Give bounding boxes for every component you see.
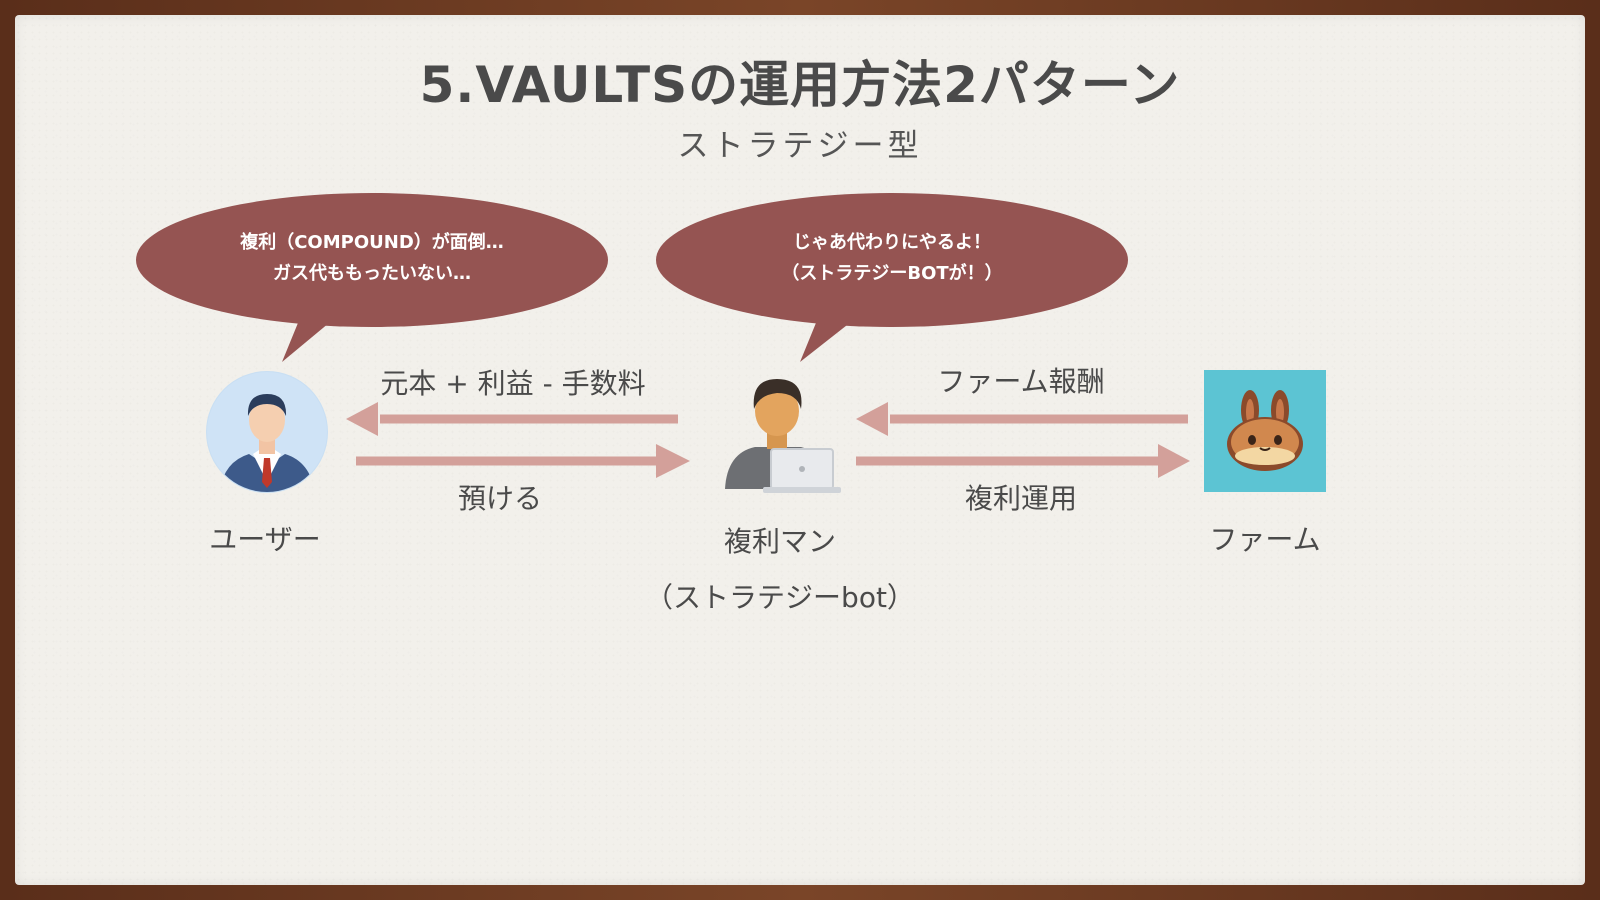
bubble-bot-tail [800,318,856,362]
person-laptop-icon [715,365,841,495]
arrow-deposit-to-bot [356,444,690,478]
flow-label-farm-reward: ファーム報酬 [937,365,1105,398]
actor-label-farm: ファーム [1209,523,1321,556]
arrow-principal-to-user [346,402,678,436]
businessman-avatar-icon [205,370,329,494]
pancake-bunny-icon [1204,370,1326,492]
actor-label-user: ユーザー [209,523,321,556]
actor-label-bot: 複利マン [723,525,836,558]
arrow-reward-to-bot [856,402,1188,436]
arrow-compound-to-farm [856,444,1190,478]
flow-label-compound-operation: 複利運用 [964,482,1077,515]
bubble-user-tail [282,318,335,362]
flow-label-deposit: 預ける [457,482,542,515]
speech-bubble-bot: じゃあ代わりにやるよ！ （ストラテジーBOTが！） [656,193,1128,327]
speech-bubble-bot-line-1: じゃあ代わりにやるよ！ [793,232,991,253]
speech-bubble-user: 複利（COMPOUND）が面倒… ガス代ももったいない… [136,193,608,327]
speech-bubble-user-line-1: 複利（COMPOUND）が面倒… [240,232,504,253]
speech-bubble-user-line-2: ガス代ももったいない… [273,263,471,284]
slide-title: 5.VAULTSの運用方法2パターン [419,56,1181,114]
flow-label-principal-profit-fee: 元本 + 利益 - 手数料 [380,367,646,400]
slide-subtitle: ストラテジー型 [677,128,923,164]
speech-bubble-bot-line-2: （ストラテジーBOTが！） [781,263,1003,284]
actor-label-bot-sub: （ストラテジーbot） [645,581,915,614]
